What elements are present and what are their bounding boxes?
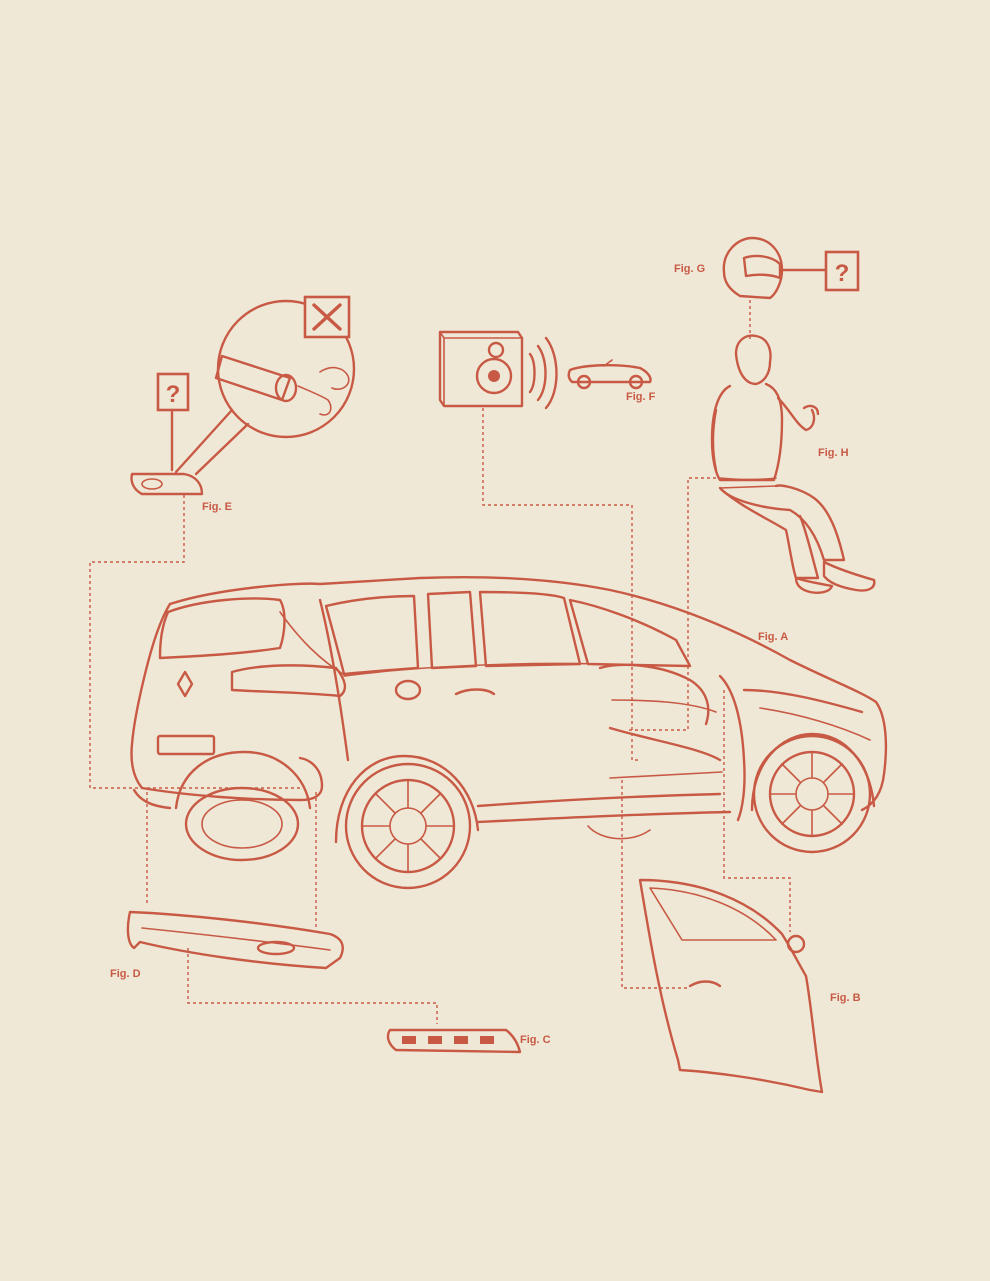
door-fig-b <box>638 878 824 1094</box>
question-mark-right: ? <box>835 260 850 287</box>
front-wheel <box>752 734 872 854</box>
trim-fig-c <box>386 1028 522 1054</box>
vehicle-fig-a <box>130 575 888 890</box>
label-fig-e: Fig. E <box>202 501 232 513</box>
label-fig-a: Fig. A <box>758 631 788 643</box>
label-fig-c: Fig. C <box>520 1034 551 1046</box>
label-fig-d: Fig. D <box>110 968 141 980</box>
figure-labels: Fig. A Fig. B Fig. C Fig. D Fig. E Fig. … <box>110 263 861 1046</box>
leader-lines <box>89 300 791 1024</box>
exhaust-closeup <box>214 354 350 416</box>
seated-man-fig-h <box>710 334 876 594</box>
label-fig-g: Fig. G <box>674 263 705 275</box>
x-box-icon <box>303 295 351 339</box>
label-fig-h: Fig. H <box>818 447 849 459</box>
speaker-icon <box>438 330 524 408</box>
exhaust-fig-e <box>130 299 356 496</box>
question-box-icon: ? <box>156 372 190 412</box>
label-fig-f: Fig. F <box>626 391 656 403</box>
convertible-car-icon <box>567 359 652 390</box>
rear-wheel <box>184 786 300 862</box>
side-rear-wheel <box>344 762 472 890</box>
sound-waves-icon <box>528 336 558 410</box>
label-fig-b: Fig. B <box>830 992 861 1004</box>
question-box-right-icon: ? <box>824 250 860 292</box>
helmet-icon <box>722 236 784 300</box>
bumper-fig-d <box>126 910 344 970</box>
question-mark-left: ? <box>166 381 181 408</box>
